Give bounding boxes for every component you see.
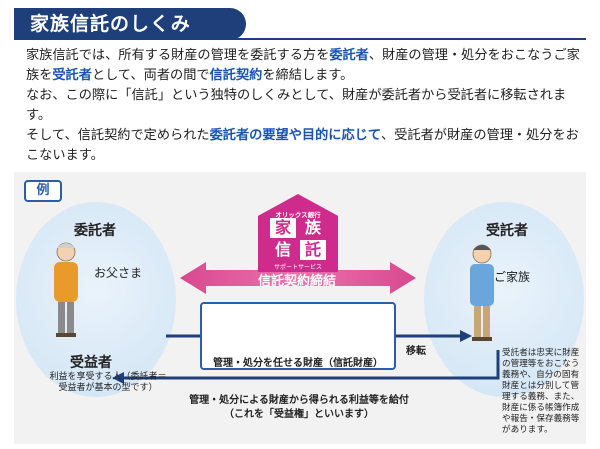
intro-p3-segment: 委託者の要望や目的に応じて: [209, 128, 382, 143]
asset-label: 管理・処分を任せる財産（信託財産）: [213, 358, 383, 369]
logo-char-4: 託: [300, 240, 326, 260]
trust-diagram: 例: [14, 172, 586, 444]
example-tag: 例: [24, 180, 62, 202]
family-label: ご家族: [494, 270, 531, 284]
title-underline: [14, 38, 586, 40]
intro-p1-segment: 委託者: [329, 48, 369, 63]
trustee-label: 受託者: [486, 223, 528, 239]
trustee-note: 受託者は忠実に財産の管理等をおこなう義務や、自分の固有財産とは分別して管理する義…: [502, 348, 580, 435]
trustee-circle: [424, 202, 584, 397]
benefit-caption: 管理・処分による財産から得られる利益等を給付 （これを「受益権」といいます）: [164, 394, 434, 422]
intro-p1-segment: 家族信託では、所有する財産の管理を委託する方を: [26, 48, 330, 63]
benefit-arrow: [122, 350, 500, 380]
intro-p2-segment: なお、この際に「信託」という独特のしくみとして、財産が委託者から受託者に移転され…: [26, 88, 567, 123]
benefit-line-1: 管理・処分による財産から得られる利益等を給付: [189, 395, 409, 406]
intro-p1-segment: 、財産の管理・処分をおこなうご家族を: [26, 48, 580, 83]
contract-label: 信託契約締結: [257, 274, 336, 289]
benefit-line-2: （これを「受益権」といいます）: [224, 409, 374, 420]
logo-char-1: 家: [270, 218, 296, 238]
logo-char-2: 族: [304, 218, 321, 237]
intro-text: 家族信託では、所有する財産の管理を委託する方を委託者、財産の管理・処分をおこなう…: [26, 46, 586, 166]
beneficiary-label: 受益者: [70, 355, 112, 371]
family-figure-icon: [470, 244, 494, 341]
intro-p3-segment: そして、信託契約で定められた: [26, 128, 210, 143]
transfer-label: 移転: [406, 346, 426, 357]
contract-arrow: [180, 262, 416, 294]
entrustor-circle: [16, 202, 176, 397]
intro-p1-segment: として、両者の間で: [91, 68, 210, 83]
intro-p1-segment: を締結します。: [262, 68, 354, 83]
logo-char-3: 信: [274, 240, 291, 259]
intro-p1-segment: 信託契約: [209, 68, 263, 83]
trust-asset-box: 管理・処分を任せる財産（信託財産）: [200, 302, 396, 370]
intro-paragraph-3: そして、信託契約で定められた委託者の要望や目的に応じて、受託者が財産の管理・処分…: [26, 126, 586, 166]
intro-p1-segment: 受託者: [52, 68, 92, 83]
intro-paragraph-2: なお、この際に「信託」という独特のしくみとして、財産が委託者から受託者に移転され…: [26, 86, 586, 126]
entrustor-label: 委託者: [74, 223, 116, 239]
logo-subtitle: サポートサービス: [273, 264, 322, 271]
section-title: 家族信託のしくみ: [14, 8, 246, 40]
logo-bank-name: オリックス銀行: [275, 211, 321, 219]
father-label: お父さま: [94, 266, 143, 280]
beneficiary-note: 利益を享受する人（委託者＝受益者が基本の型です）: [49, 372, 167, 393]
father-figure-icon: [54, 242, 78, 337]
intro-p3-segment: 、受託者が財産の管理・処分をおこないます。: [26, 128, 579, 163]
intro-paragraph-1: 家族信託では、所有する財産の管理を委託する方を委託者、財産の管理・処分をおこなう…: [26, 46, 586, 86]
